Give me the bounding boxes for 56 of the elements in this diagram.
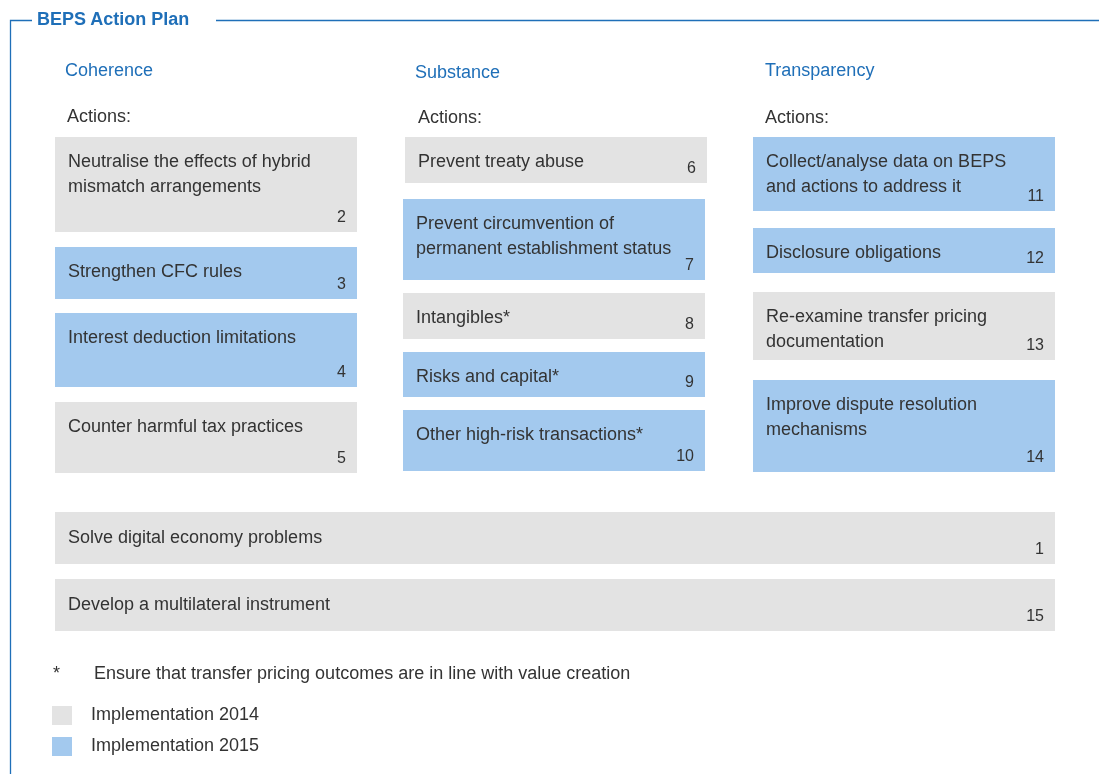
action-number: 12 (1026, 249, 1044, 267)
action-number: 15 (1026, 607, 1044, 625)
action-box (55, 402, 357, 473)
action-box (55, 579, 1055, 631)
action-text: Solve digital economy problems (68, 526, 324, 549)
action-text: Develop a multilateral instrument (68, 593, 332, 616)
action-number: 8 (685, 315, 694, 333)
action-box (55, 512, 1055, 564)
action-number: 6 (687, 159, 696, 177)
action-number: 10 (676, 447, 694, 465)
action-number: 3 (337, 275, 346, 293)
action-text: Strengthen CFC rules (68, 260, 244, 283)
action-number: 13 (1026, 336, 1044, 354)
action-text: Intangibles* (416, 306, 512, 329)
action-box (753, 380, 1055, 472)
action-box (403, 199, 705, 280)
actions-label: Actions: (765, 107, 830, 128)
legend-text: Implementation 2015 (91, 735, 260, 756)
action-number: 7 (685, 256, 694, 274)
action-box (753, 137, 1055, 211)
action-number: 11 (1027, 187, 1044, 205)
action-box (403, 293, 705, 339)
diagram-title: BEPS Action Plan (37, 9, 190, 30)
action-text: Neutralise the effects of hybrid mismatch arrangements (68, 150, 312, 198)
legend-text: Implementation 2014 (91, 704, 260, 725)
footnote-text: Ensure that transfer pricing outcomes are in line with value creation (94, 663, 631, 684)
action-text: Risks and capital* (416, 365, 561, 388)
action-box (55, 247, 357, 299)
action-number: 5 (337, 449, 346, 467)
action-box (403, 352, 705, 397)
action-text: Prevent circumvention of permanent establishment status (416, 212, 673, 260)
action-box (753, 292, 1055, 360)
action-text: Re-examine transfer pricing documentation (766, 305, 989, 353)
column-heading: Substance (415, 62, 501, 83)
action-text: Collect/analyse data on BEPS and actions to address it (766, 150, 1008, 198)
action-box (55, 313, 357, 387)
actions-label: Actions: (418, 107, 483, 128)
action-box (753, 228, 1055, 273)
action-box (55, 137, 357, 232)
action-number: 4 (337, 363, 346, 381)
action-box (405, 137, 707, 183)
action-text: Interest deduction limitations (68, 326, 298, 349)
action-box (403, 410, 705, 471)
column-heading: Transparency (765, 60, 875, 81)
action-number: 1 (1035, 540, 1044, 558)
action-text: Other high-risk transactions* (416, 423, 645, 446)
action-number: 9 (685, 373, 694, 391)
action-text: Disclosure obligations (766, 241, 943, 264)
action-text: Prevent treaty abuse (418, 150, 586, 173)
action-text: Counter harmful tax practices (68, 415, 305, 438)
action-text: Improve dispute resolution mechanisms (766, 393, 979, 441)
footnote-mark: * (53, 663, 60, 684)
column-heading: Coherence (65, 60, 154, 81)
action-number: 2 (337, 208, 346, 226)
actions-label: Actions: (67, 106, 132, 127)
action-number: 14 (1026, 448, 1044, 466)
